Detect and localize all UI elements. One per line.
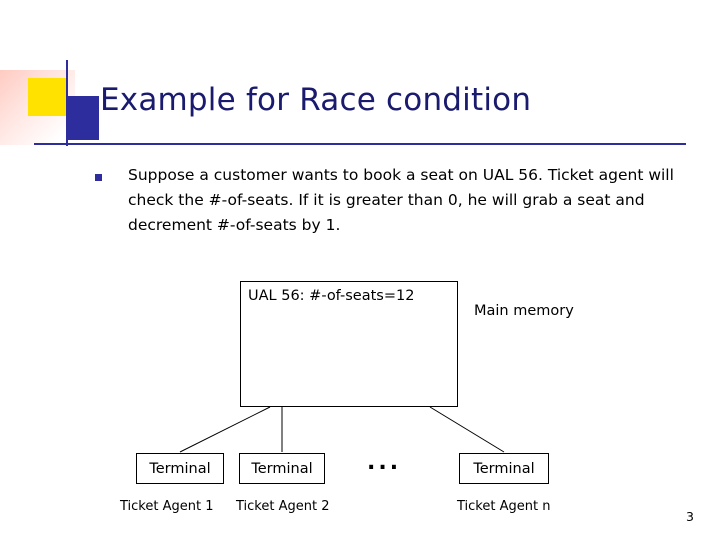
terminal-box-2: Terminal <box>239 453 325 484</box>
terminal-box-n: Terminal <box>459 453 549 484</box>
square-bullet-icon <box>95 174 102 181</box>
main-memory-caption: Main memory <box>474 303 574 319</box>
terminal-caption-n: Ticket Agent n <box>457 499 551 514</box>
decorative-blue-square <box>66 96 99 140</box>
memory-record-label: UAL 56: #-of-seats=12 <box>248 288 415 304</box>
slide-title: Example for Race condition <box>100 82 532 118</box>
decorative-vertical-line <box>66 60 68 146</box>
bullet-text: Suppose a customer wants to book a seat … <box>128 166 674 234</box>
decorative-yellow-square <box>28 78 66 116</box>
bullet-item: Suppose a customer wants to book a seat … <box>95 163 675 238</box>
page-number: 3 <box>686 509 694 524</box>
decorative-corner-graphic <box>0 0 110 150</box>
ellipsis-marker: ... <box>367 450 402 475</box>
title-underline-rule <box>34 143 686 145</box>
terminal-caption-1: Ticket Agent 1 <box>120 499 214 514</box>
terminal-box-1: Terminal <box>136 453 224 484</box>
main-memory-box <box>240 281 458 407</box>
terminal-caption-2: Ticket Agent 2 <box>236 499 330 514</box>
